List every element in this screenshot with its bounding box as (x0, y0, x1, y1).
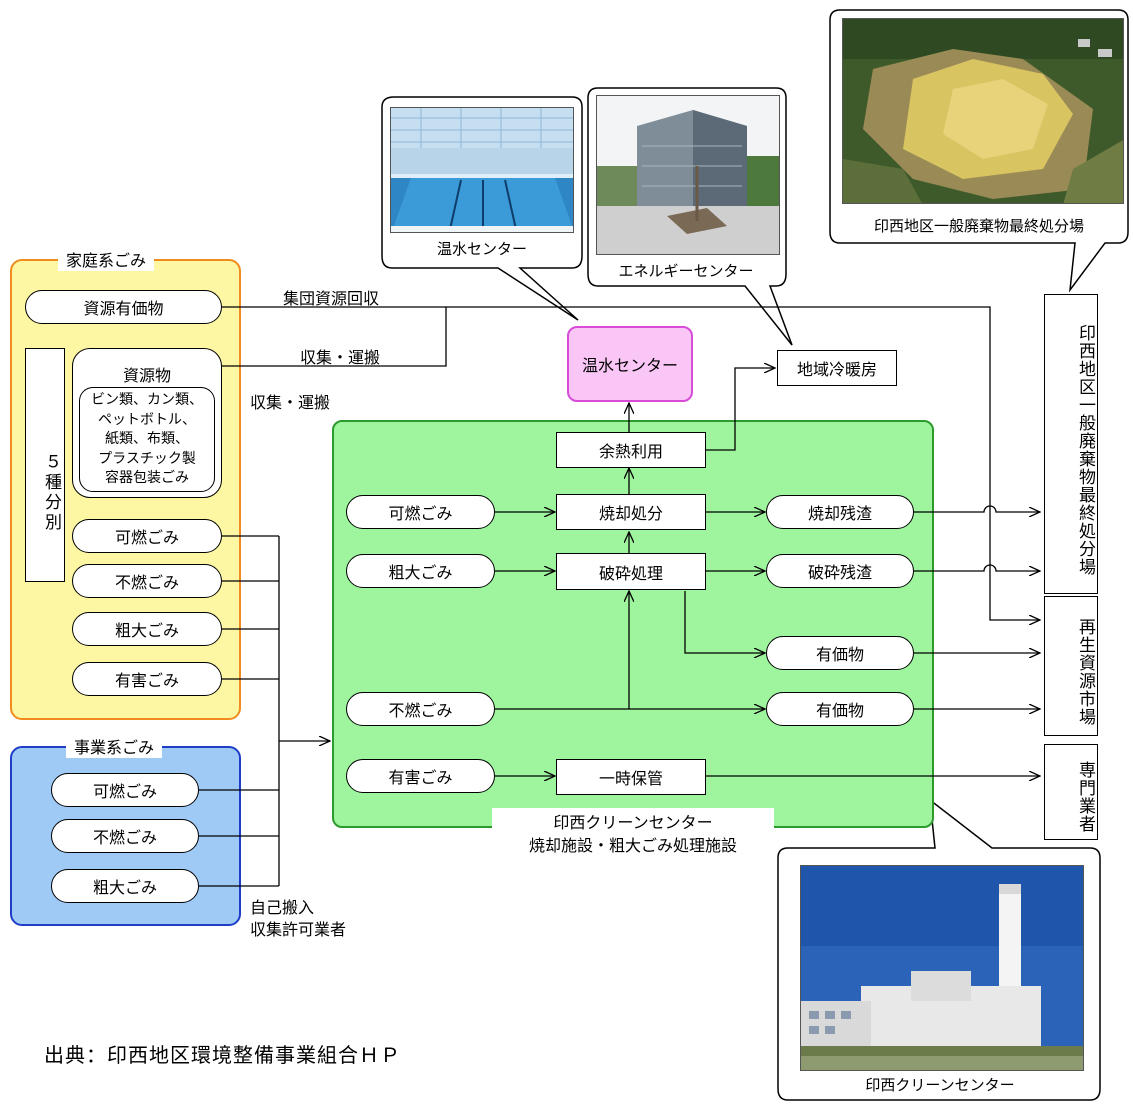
valuables-from-noncombustible: 有価物 (766, 692, 914, 726)
collection-transport-label-2: 収集・運搬 (250, 393, 331, 412)
center-input-bulky: 粗大ごみ (346, 554, 495, 588)
facility-caption-line2: 焼却施設・粗大ごみ処理施設 (528, 836, 737, 855)
facility-caption-bg (492, 808, 774, 830)
household-bulky: 粗大ごみ (72, 612, 222, 646)
collection-transport-label-1: 収集・運搬 (300, 348, 381, 367)
valuables-from-crushing: 有価物 (766, 636, 914, 670)
specialist-destination: 専門業者 (1044, 744, 1098, 840)
center-input-noncombustible: 不燃ごみ (346, 692, 495, 726)
incineration-box: 焼却処分 (556, 494, 706, 530)
group-collection-label: 集団資源回収 (283, 289, 380, 308)
business-waste-title: 事業系ごみ (66, 734, 163, 758)
recycling-market-destination: 再生資源市場 (1044, 596, 1098, 736)
crushing-residue: 破砕残渣 (766, 554, 914, 588)
source-note: 出典：印西地区環境整備事業組合ＨＰ (44, 1043, 401, 1067)
energy-center-photo-caption: エネルギーセンター (618, 262, 754, 280)
hot-water-center-box: 温水センター (567, 326, 693, 402)
business-bulky: 粗大ごみ (51, 869, 199, 903)
household-resources-title: 資源物 (122, 366, 171, 385)
pool-photo (390, 107, 574, 233)
household-hazardous: 有害ごみ (72, 662, 222, 696)
center-input-combustible: 可燃ごみ (346, 495, 495, 529)
energy-center-photo (596, 95, 780, 255)
crushing-box: 破砕処理 (556, 553, 706, 590)
business-combustible: 可燃ごみ (51, 773, 199, 807)
center-input-hazardous: 有害ごみ (346, 759, 495, 793)
self-delivery-label: 自己搬入 (250, 898, 315, 917)
household-resources-detail: ビン類、カン類、 ペットボトル、 紙類、布類、 プラスチック製 容器包装ごみ (79, 387, 215, 492)
household-noncombustible: 不燃ごみ (72, 564, 222, 598)
business-noncombustible: 不燃ごみ (51, 819, 199, 853)
clean-center-photo (800, 865, 1084, 1071)
clean-center-photo-caption: 印西クリーンセンター (865, 1076, 1015, 1094)
incineration-residue: 焼却残渣 (766, 495, 914, 529)
licensed-collectors-label: 収集許可業者 (250, 920, 347, 939)
facility-caption-line1: 印西クリーンセンター (553, 813, 713, 832)
household-combustible: 可燃ごみ (72, 519, 222, 553)
landfill-destination: 印西地区一般廃棄物最終処分場 (1044, 294, 1098, 594)
pool-photo-caption: 温水センター (436, 240, 527, 258)
heat-utilization-box: 余熱利用 (556, 432, 706, 468)
household-valuables: 資源有価物 (25, 290, 222, 324)
district-heating-box: 地域冷暖房 (777, 350, 897, 386)
household-waste-title: 家庭系ごみ (58, 247, 155, 271)
landfill-photo-caption: 印西地区一般廃棄物最終処分場 (873, 217, 1084, 235)
five-sort-label: ５種分別 (25, 348, 65, 582)
temporary-storage-box: 一時保管 (556, 759, 706, 795)
landfill-photo (842, 18, 1124, 204)
